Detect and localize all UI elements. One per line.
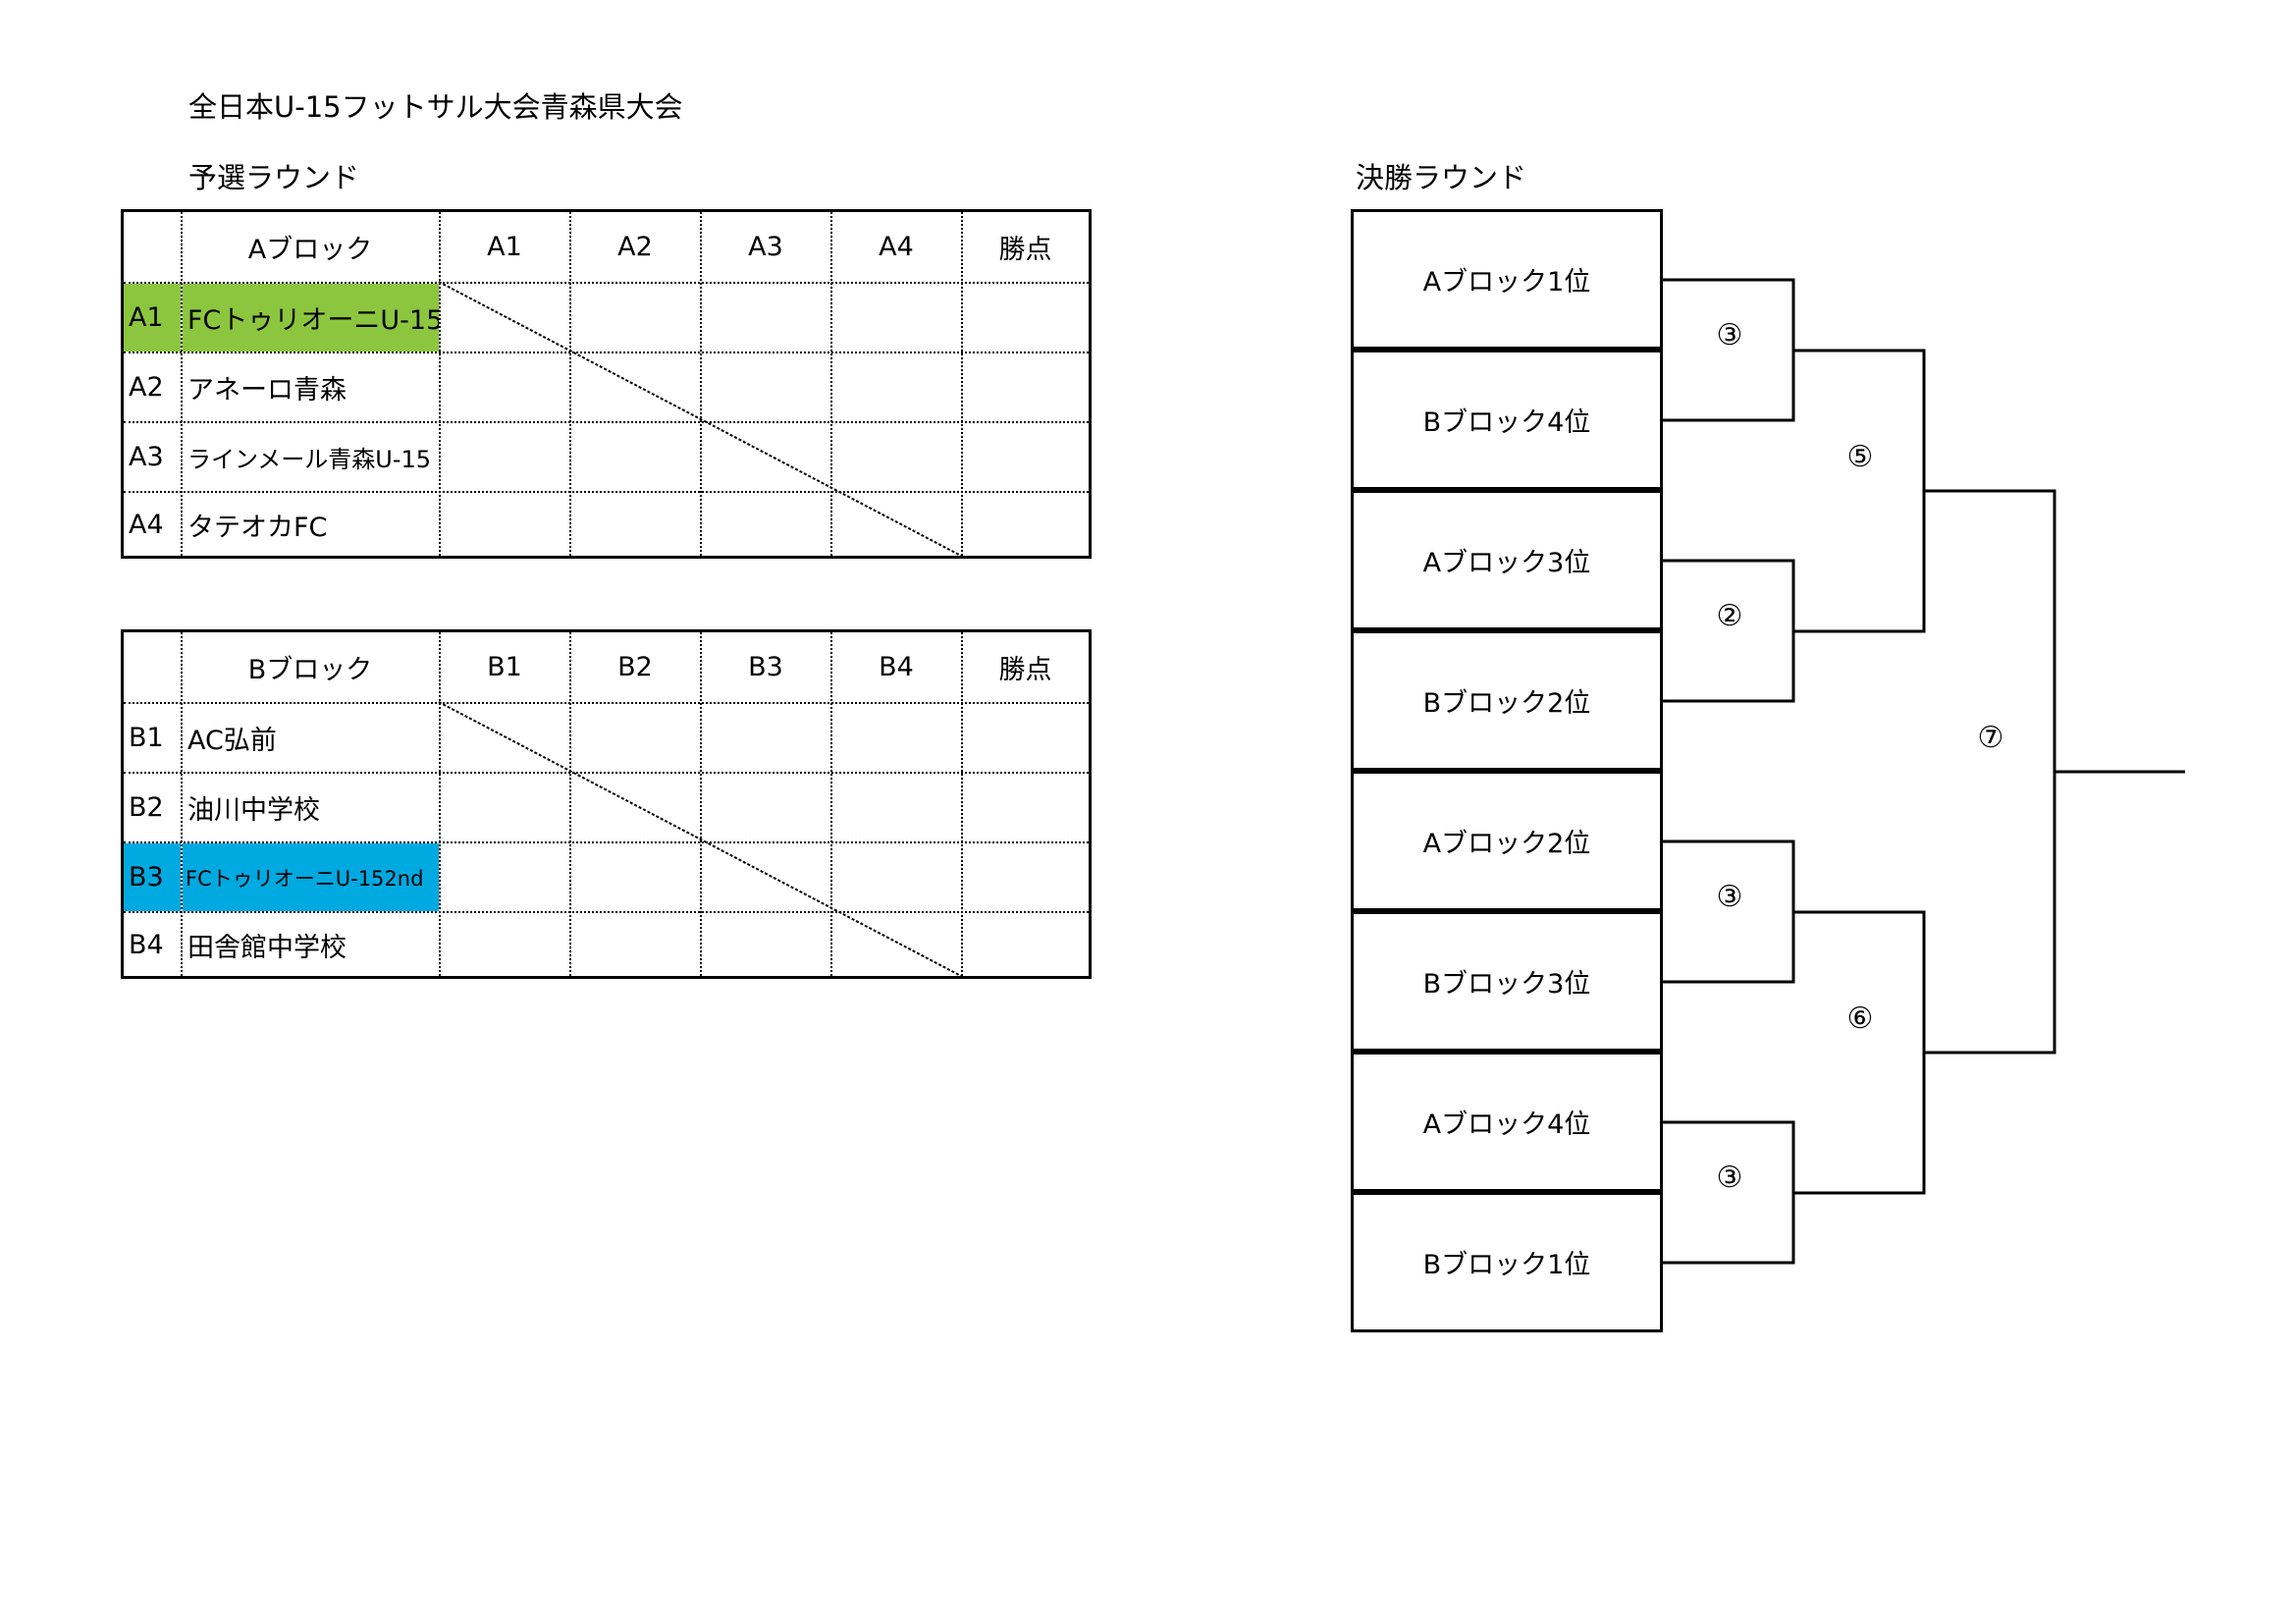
column-header: A4	[879, 232, 914, 262]
team-name: 油川中学校	[187, 795, 320, 826]
block-b-table: Bブロック B1 B2 B3 B4 勝点 B1 AC弘前 B2 油川中学校 B3…	[121, 629, 1092, 979]
bracket-slot: Bブロック4位	[1351, 350, 1663, 490]
block-a-table: Aブロック A1 A2 A3 A4 勝点 A1 FCトゥリオーニU-15 A2 …	[121, 209, 1092, 559]
team-name: AC弘前	[187, 726, 277, 756]
final-round-label: 決勝ラウンド	[1356, 161, 1527, 194]
match-number: ⑤	[1846, 439, 1874, 474]
team-id: B1	[129, 723, 164, 753]
match-number: ⑦	[1977, 720, 2004, 755]
team-id: B3	[124, 843, 181, 911]
match-number: ③	[1716, 317, 1743, 352]
team-id: A4	[129, 509, 164, 540]
bracket-slot: Aブロック1位	[1351, 209, 1663, 350]
team-id: A1	[124, 284, 181, 352]
team-id: A2	[129, 372, 164, 403]
bracket-slot: Bブロック3位	[1351, 911, 1663, 1052]
column-header: A3	[748, 232, 783, 262]
page-title: 全日本U-15フットサル大会青森県大会	[188, 90, 683, 124]
bracket-slot: Bブロック2位	[1351, 630, 1663, 771]
column-header: B2	[617, 652, 653, 682]
match-number: ⑥	[1846, 1001, 1874, 1036]
bracket-slot: Bブロック1位	[1351, 1192, 1663, 1332]
diagonal-line	[438, 701, 962, 976]
preliminary-round-label: 予選ラウンド	[188, 161, 360, 194]
match-number: ②	[1716, 598, 1743, 633]
match-number: ③	[1716, 1160, 1743, 1195]
team-name: FCトゥリオーニU-15	[183, 284, 439, 352]
column-header: A2	[617, 232, 653, 262]
bracket-slot: Aブロック2位	[1351, 771, 1663, 911]
block-b-header: Bブロック	[247, 655, 373, 685]
team-name: アネーロ青森	[187, 375, 347, 406]
team-id: B2	[129, 792, 164, 823]
team-name: FCトゥリオーニU-152nd	[183, 843, 439, 911]
block-a-header: Aブロック	[247, 235, 373, 265]
column-header: B3	[748, 652, 783, 682]
team-id: B4	[129, 929, 164, 960]
bracket-slot: Aブロック4位	[1351, 1052, 1663, 1192]
team-name: ラインメール青森U-15	[187, 446, 432, 473]
column-header: A1	[487, 232, 522, 262]
team-name: 田舎館中学校	[187, 932, 347, 963]
bracket-slot: Aブロック3位	[1351, 490, 1663, 630]
points-header: 勝点	[998, 655, 1052, 685]
points-header: 勝点	[998, 235, 1052, 265]
team-id: A3	[129, 442, 164, 472]
team-name: タテオカFC	[187, 512, 328, 543]
column-header: B1	[487, 652, 522, 682]
diagonal-line	[438, 281, 962, 556]
column-header: B4	[879, 652, 914, 682]
match-number: ③	[1716, 879, 1743, 914]
